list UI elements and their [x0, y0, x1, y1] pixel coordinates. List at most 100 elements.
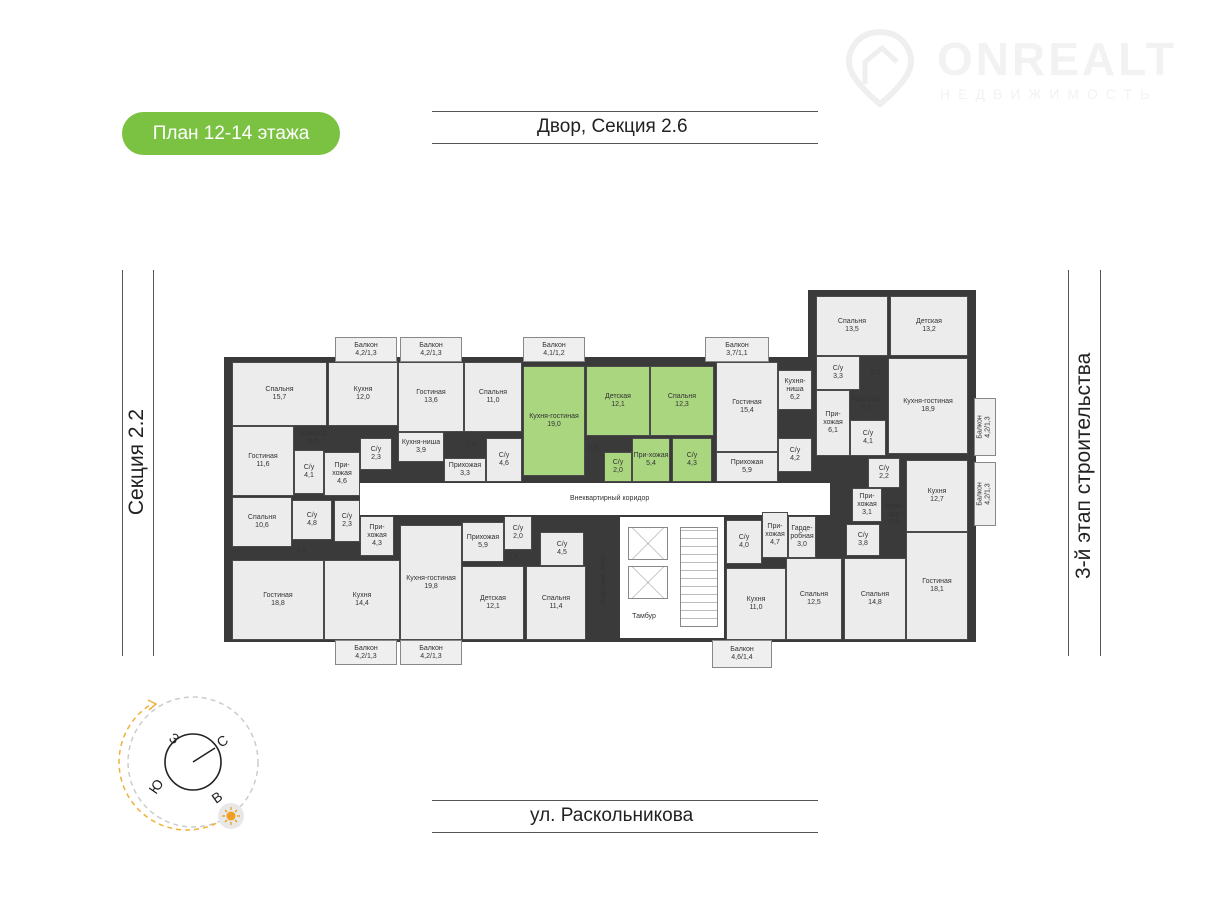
room-name: С/у: [556, 541, 568, 548]
room-area: 4,1: [863, 438, 873, 445]
staircase: [680, 527, 718, 627]
room-area: 2,2: [879, 473, 889, 480]
floor-title-badge: План 12-14 этажа: [122, 112, 340, 155]
room-area: 2,3: [371, 454, 381, 461]
room-area: 4,2/1,3: [355, 652, 377, 660]
room-name: Прихожая: [448, 462, 482, 469]
room-area: 4,2/1,3: [420, 652, 442, 660]
room-name: Гостиная: [732, 399, 762, 406]
room-name: Кухня: [352, 592, 372, 599]
room-name: Кухня-ниша: [784, 378, 806, 393]
room-name: Спальня: [667, 393, 697, 400]
room-name: Спальня: [837, 318, 867, 325]
room-name: С/у: [857, 532, 869, 539]
room-name: Балкон: [354, 644, 378, 652]
room-area: 15,4: [740, 407, 754, 414]
room-area: 19,0: [547, 421, 561, 428]
room-name: Балкон: [354, 341, 378, 349]
room-name: Балкон: [419, 644, 443, 652]
room-area: 4,0: [739, 542, 749, 549]
room-name: Гарде-робная: [790, 525, 814, 540]
room: 4,4: [290, 542, 312, 560]
onrealt-logo-watermark: ONREALT НЕДВИЖИМОСТЬ: [845, 28, 1195, 108]
room-area: 2,3: [342, 521, 352, 528]
room-name: Гостиная: [416, 389, 446, 396]
room-name: Кухня: [927, 488, 947, 495]
west-label: З: [166, 729, 182, 747]
room-name: С/у: [832, 365, 844, 372]
room-name: С/у: [862, 430, 874, 437]
room-area: 14,8: [868, 599, 882, 606]
room-area: 2,0: [513, 533, 523, 540]
room-name: Гостиная: [248, 453, 278, 460]
room-name: С/у: [370, 446, 382, 453]
divider-line: [432, 111, 818, 112]
room-name: С/у: [789, 447, 801, 454]
room-name: Балкон: [725, 341, 749, 349]
room-area: 4,6/1,4: [731, 654, 753, 661]
room-area: 12,3: [675, 401, 689, 408]
room-name: Детская: [916, 318, 942, 325]
room-label: 3,2: [870, 369, 880, 377]
room-area: 12,7: [930, 496, 944, 503]
room-name: Коридор: [299, 430, 327, 437]
common-corridor: [360, 483, 830, 515]
room-name: С/у: [341, 513, 353, 520]
room-name: Прихожая: [730, 459, 764, 466]
room-name: Балкон: [730, 646, 754, 653]
room-area: 3,8: [858, 540, 868, 547]
room-name: С/у: [303, 464, 315, 471]
room-label: Тамбур: [632, 613, 656, 621]
room-area: 6,2: [790, 394, 800, 401]
room-area: 19,8: [424, 582, 438, 590]
room-label: 2,8: [588, 445, 598, 453]
room-area: 18,8: [271, 600, 285, 607]
room-area: 3,1: [862, 509, 872, 516]
room-area: 4,0: [308, 438, 318, 445]
room-name: Тамбур: [632, 613, 656, 620]
divider-line: [1068, 270, 1069, 656]
elevator-shaft: [628, 527, 668, 560]
